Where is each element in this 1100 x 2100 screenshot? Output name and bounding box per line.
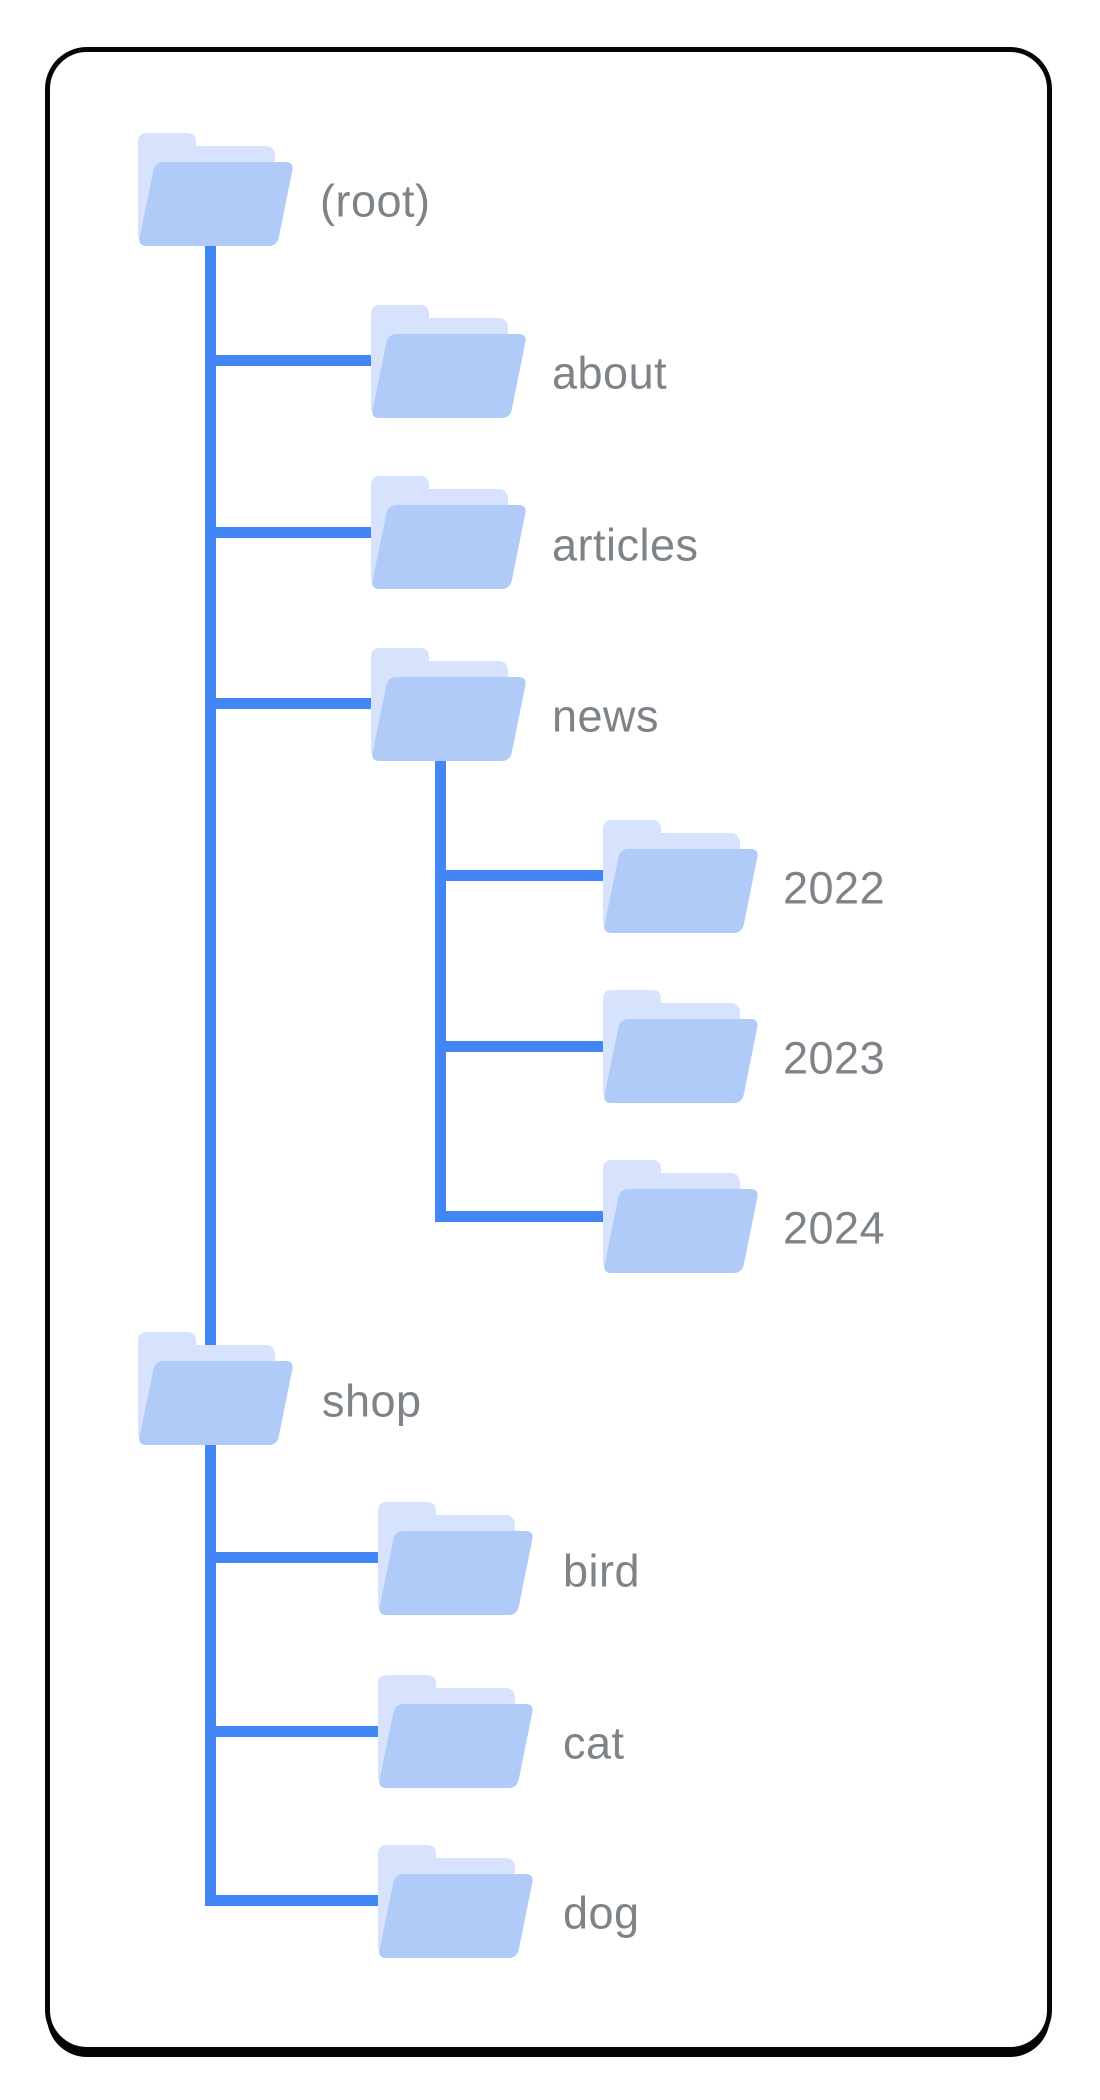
connector-branch-2022 xyxy=(435,870,603,881)
folder-icon xyxy=(378,1502,533,1615)
folder-node-shop xyxy=(138,1332,293,1445)
folder-icon xyxy=(378,1675,533,1788)
folder-node-2024 xyxy=(603,1160,758,1273)
connector-branch-2024 xyxy=(435,1211,603,1222)
folder-node-root xyxy=(138,133,293,246)
folder-icon xyxy=(378,1845,533,1958)
folder-label-news: news xyxy=(552,690,660,742)
folder-icon xyxy=(138,133,293,246)
folder-label-articles: articles xyxy=(552,519,699,571)
folder-label-about: about xyxy=(552,347,668,399)
connector-branch-about xyxy=(205,355,371,366)
folder-node-about xyxy=(371,305,526,418)
folder-node-dog xyxy=(378,1845,533,1958)
folder-node-news xyxy=(371,648,526,761)
folder-icon xyxy=(371,305,526,418)
folder-label-dog: dog xyxy=(563,1887,640,1939)
folder-label-bird: bird xyxy=(563,1545,641,1597)
folder-label-2024: 2024 xyxy=(783,1202,886,1254)
folder-label-2022: 2022 xyxy=(783,862,886,914)
folder-node-cat xyxy=(378,1675,533,1788)
connector-branch-dog xyxy=(205,1895,378,1906)
folder-icon xyxy=(603,1160,758,1273)
folder-icon xyxy=(138,1332,293,1445)
connector-branch-2023 xyxy=(435,1041,603,1052)
folder-icon xyxy=(371,648,526,761)
folder-label-shop: shop xyxy=(322,1375,422,1427)
connector-trunk-news xyxy=(435,750,446,1222)
folder-label-root: (root) xyxy=(320,175,431,227)
connector-branch-articles xyxy=(205,527,371,538)
connector-branch-news xyxy=(205,698,371,709)
connector-branch-cat xyxy=(205,1726,378,1737)
folder-icon xyxy=(603,990,758,1103)
folder-label-2023: 2023 xyxy=(783,1032,886,1084)
connector-trunk-root xyxy=(205,238,216,1906)
folder-node-2023 xyxy=(603,990,758,1103)
folder-node-articles xyxy=(371,476,526,589)
folder-icon xyxy=(603,820,758,933)
folder-node-2022 xyxy=(603,820,758,933)
folder-icon xyxy=(371,476,526,589)
connector-branch-bird xyxy=(205,1552,378,1563)
folder-label-cat: cat xyxy=(563,1717,625,1769)
folder-node-bird xyxy=(378,1502,533,1615)
